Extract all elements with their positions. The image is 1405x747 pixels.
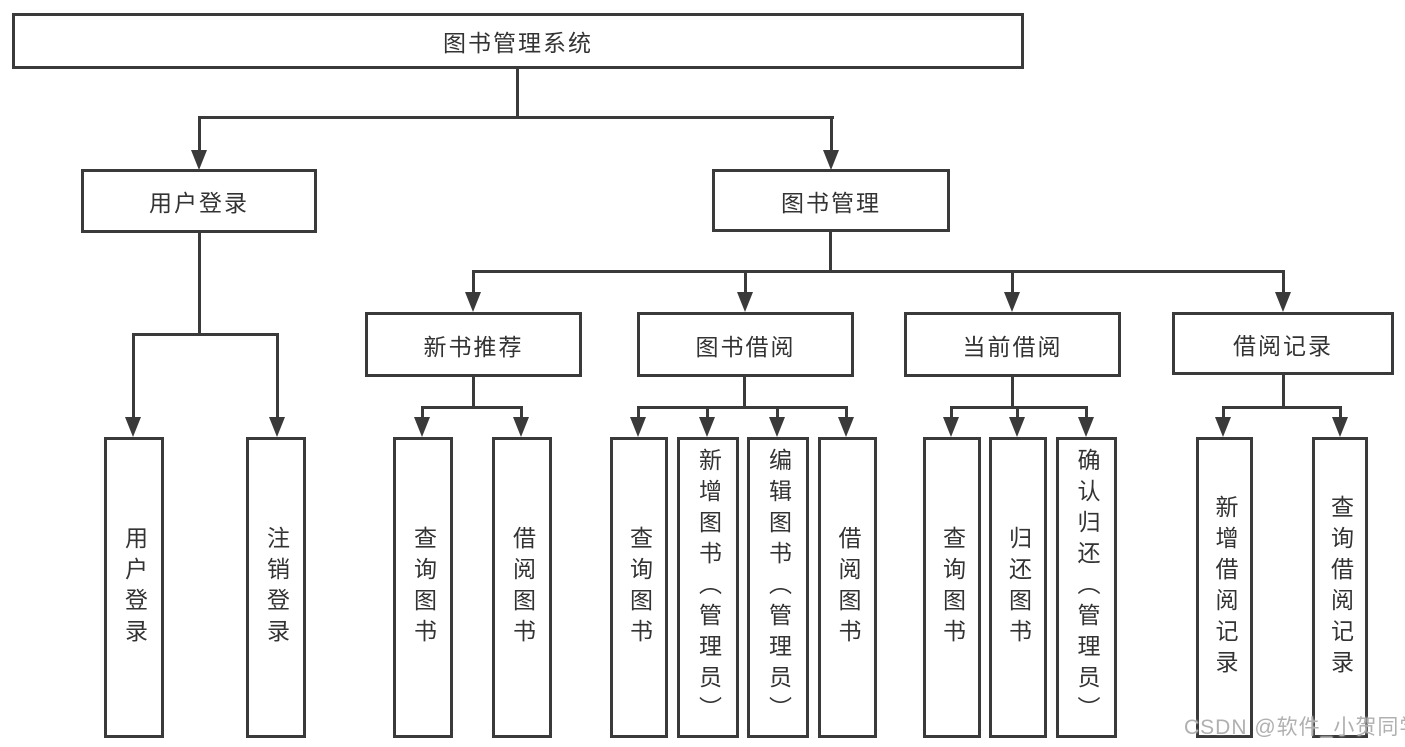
node-current-borrowing: 当前借阅 <box>904 312 1121 377</box>
line <box>421 406 424 419</box>
arrowhead <box>269 417 285 437</box>
node-book-borrowing: 图书借阅 <box>637 312 854 377</box>
line <box>198 232 201 335</box>
line <box>132 333 135 419</box>
arrowhead <box>769 417 785 437</box>
line <box>198 116 834 119</box>
node-borrowing-records: 借阅记录 <box>1172 312 1394 375</box>
leaf-current-confirm-return-admin: 确认归还（管理员） <box>1056 437 1117 738</box>
arrowhead <box>414 417 430 437</box>
line <box>845 406 848 419</box>
line <box>520 406 523 419</box>
line <box>198 116 201 151</box>
arrowhead <box>1009 417 1025 437</box>
arrowhead <box>1332 417 1348 437</box>
leaf-logout: 注销登录 <box>246 437 306 738</box>
line <box>276 333 279 419</box>
line <box>1222 406 1225 419</box>
line <box>706 406 709 419</box>
leaf-rec-query-books: 查询图书 <box>393 437 453 738</box>
line <box>950 406 953 419</box>
arrowhead <box>465 292 481 312</box>
line <box>637 406 848 409</box>
line <box>1222 406 1342 409</box>
line <box>830 116 833 151</box>
leaf-borrow-borrow-books: 借阅图书 <box>818 437 877 738</box>
line <box>1282 270 1285 294</box>
line <box>637 406 640 419</box>
arrowhead <box>1078 417 1094 437</box>
line <box>472 270 1285 273</box>
line <box>1011 270 1014 294</box>
arrowhead <box>838 417 854 437</box>
arrowhead <box>699 417 715 437</box>
line <box>421 406 523 409</box>
leaf-current-return-books: 归还图书 <box>989 437 1047 738</box>
leaf-borrow-add-books-admin: 新增图书（管理员） <box>677 437 739 738</box>
node-user-login: 用户登录 <box>81 169 317 233</box>
leaf-records-add-record: 新增借阅记录 <box>1196 437 1253 738</box>
arrowhead <box>513 417 529 437</box>
leaf-current-query-books: 查询图书 <box>923 437 981 738</box>
leaf-rec-borrow-books: 借阅图书 <box>492 437 552 738</box>
csdn-watermark: CSDN @软件_小贺同学 <box>1184 716 1405 739</box>
leaf-records-query-record: 查询借阅记录 <box>1312 437 1368 738</box>
leaf-user-login: 用户登录 <box>104 437 164 738</box>
line <box>472 375 475 409</box>
arrowhead <box>125 417 141 437</box>
arrowhead <box>1275 292 1291 312</box>
line <box>516 68 519 119</box>
line <box>1339 406 1342 419</box>
line <box>132 333 279 336</box>
leaf-borrow-edit-books-admin: 编辑图书（管理员） <box>747 437 809 738</box>
line <box>950 406 1088 409</box>
arrowhead <box>1215 417 1231 437</box>
line <box>743 375 746 409</box>
line <box>472 270 475 294</box>
arrowhead <box>630 417 646 437</box>
line <box>1282 374 1285 409</box>
line <box>776 406 779 419</box>
line <box>1085 406 1088 419</box>
node-book-management: 图书管理 <box>712 169 950 232</box>
node-library-management-system: 图书管理系统 <box>12 13 1024 69</box>
arrowhead <box>737 292 753 312</box>
arrowhead <box>191 150 207 170</box>
arrowhead <box>823 150 839 170</box>
line <box>1011 375 1014 409</box>
line <box>1016 406 1019 419</box>
arrowhead <box>943 417 959 437</box>
line <box>744 270 747 294</box>
leaf-borrow-query-books: 查询图书 <box>610 437 668 738</box>
line <box>829 231 832 273</box>
node-new-book-recommendation: 新书推荐 <box>365 312 582 377</box>
arrowhead <box>1004 292 1020 312</box>
